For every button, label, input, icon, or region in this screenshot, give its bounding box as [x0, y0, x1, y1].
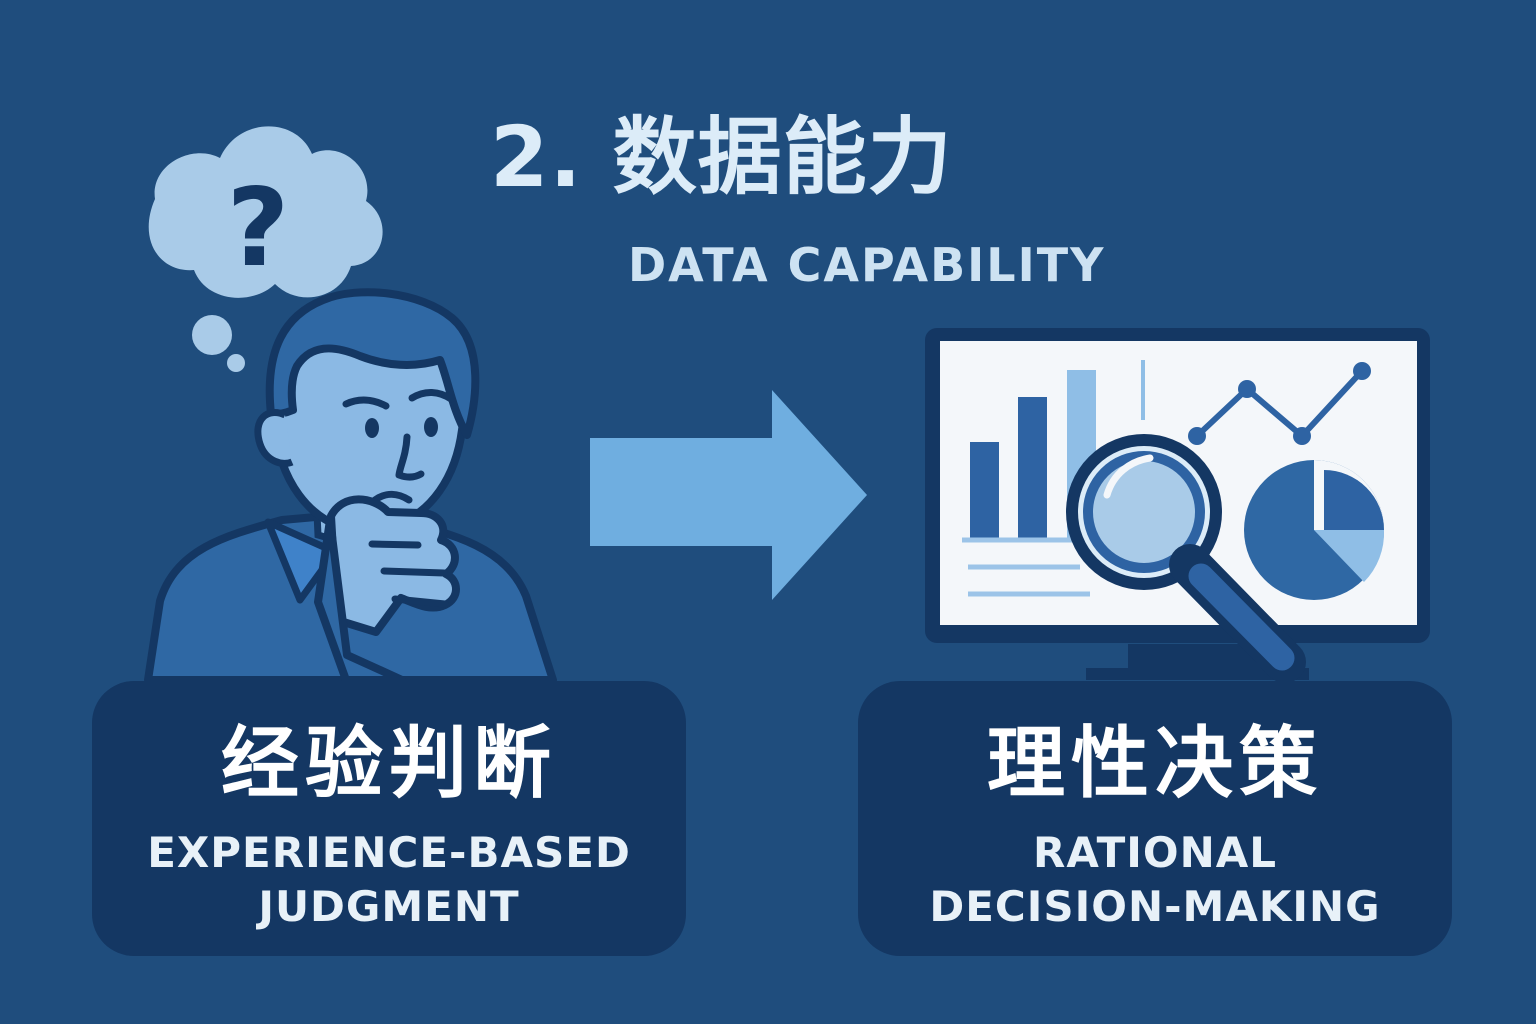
bar-2 [1018, 397, 1047, 539]
rational-subtitle-line-2: DECISION-MAKING [929, 882, 1381, 931]
page-subtitle: DATA CAPABILITY [628, 238, 1106, 292]
bar-1 [970, 442, 999, 539]
rational-subtitle: RATIONAL DECISION-MAKING [858, 826, 1452, 934]
trend-point-2 [1238, 380, 1256, 398]
experience-subtitle-line-2: JUDGMENT [258, 882, 520, 931]
trend-point-4 [1353, 362, 1371, 380]
analytics-monitor-icon [925, 328, 1430, 683]
experience-title: 经验判断 [220, 719, 557, 809]
rational-title: 理性决策 [986, 719, 1323, 809]
question-mark-icon: ? [227, 166, 290, 291]
thought-bubble-icon: ? [148, 126, 383, 372]
bar-3 [1067, 370, 1096, 539]
thinking-person-icon [144, 288, 557, 684]
rational-panel: 理性决策 RATIONAL DECISION-MAKING [858, 681, 1452, 956]
magnifying-glass-icon [1066, 434, 1306, 683]
experience-subtitle-line-1: EXPERIENCE-BASED [147, 828, 631, 877]
trend-line [1194, 368, 1365, 439]
trend-point-3 [1293, 427, 1311, 445]
rational-subtitle-line-1: RATIONAL [1033, 828, 1277, 877]
right-arrow-icon [590, 390, 867, 600]
experience-subtitle: EXPERIENCE-BASED JUDGMENT [92, 826, 686, 934]
page-title: 2. 数据能力 [490, 108, 953, 206]
pie-chart-icon [1244, 460, 1384, 600]
trend-point-1 [1188, 427, 1206, 445]
experience-panel: 经验判断 EXPERIENCE-BASED JUDGMENT [92, 681, 686, 956]
